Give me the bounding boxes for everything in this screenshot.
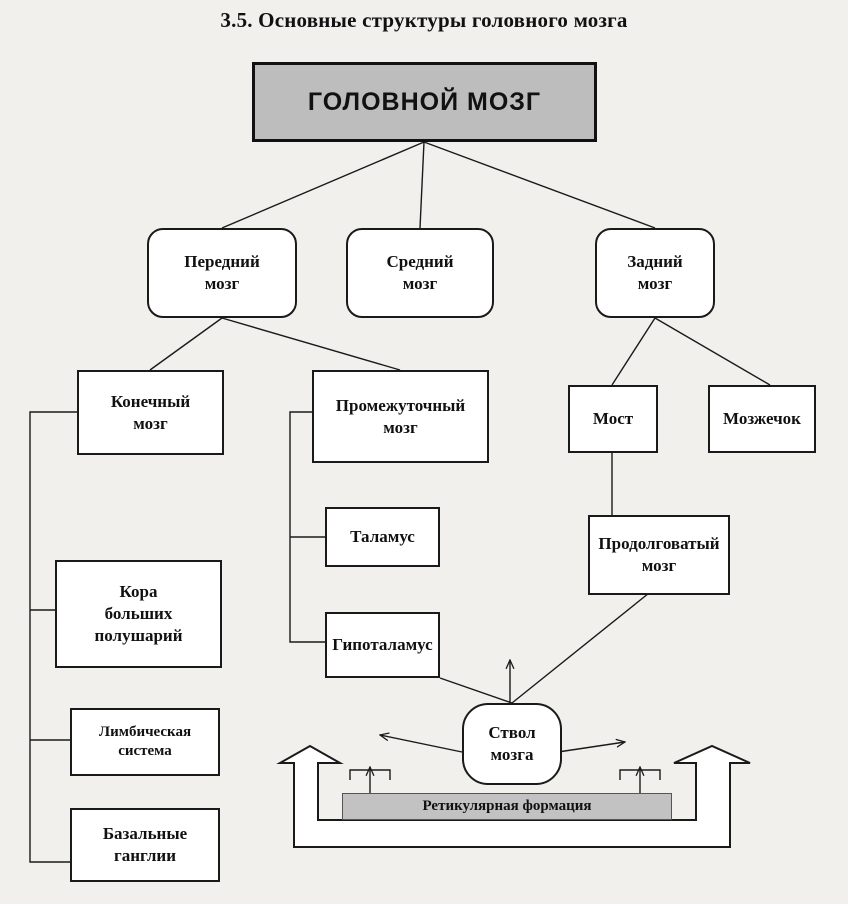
arrow-reticular-left-branch: [349, 769, 391, 780]
arrow-brainstem-right: [557, 742, 625, 753]
node-hindbrain: Задний мозг: [595, 228, 715, 318]
node-telencephalon: Конечный мозг: [77, 370, 224, 455]
node-basal-ganglia: Базальные ганглии: [70, 808, 220, 882]
node-cortex: Кора больших полушарий: [55, 560, 222, 668]
node-pons: Мост: [568, 385, 658, 453]
node-cerebellum: Мозжечок: [708, 385, 816, 453]
bracket-diencephalon: [289, 411, 325, 643]
node-brainstem: Ствол мозга: [462, 703, 562, 785]
node-medulla: Продолговатый мозг: [588, 515, 730, 595]
link-hypothalamus-brainstem: [439, 677, 513, 704]
link-root-midbrain: [419, 141, 425, 229]
arrow-reticular-right-branch: [619, 769, 661, 780]
node-limbic-system: Лимбическая система: [70, 708, 220, 776]
node-diencephalon: Промежуточный мозг: [312, 370, 489, 463]
bracket-telencephalon: [29, 411, 77, 863]
link-hindbrain-pons: [611, 317, 656, 386]
link-hindbrain-cerebellum: [654, 317, 771, 386]
node-midbrain: Средний мозг: [346, 228, 494, 318]
node-forebrain: Передний мозг: [147, 228, 297, 318]
node-brain: ГОЛОВНОЙ МОЗГ: [252, 62, 597, 142]
page-title: 3.5. Основные структуры головного мозга: [220, 8, 628, 32]
hollow-arrow-loop: [276, 744, 751, 848]
arrow-brainstem-left: [380, 735, 463, 753]
node-thalamus: Таламус: [325, 507, 440, 567]
link-forebrain-diencephalon: [221, 317, 401, 371]
node-reticular-formation: Ретикулярная формация: [342, 793, 672, 820]
link-medulla-brainstem: [511, 584, 660, 704]
link-forebrain-telencephalon: [149, 317, 223, 371]
node-hypothalamus: Гипоталамус: [325, 612, 440, 678]
link-root-forebrain: [221, 141, 425, 229]
link-root-hindbrain: [423, 141, 656, 229]
